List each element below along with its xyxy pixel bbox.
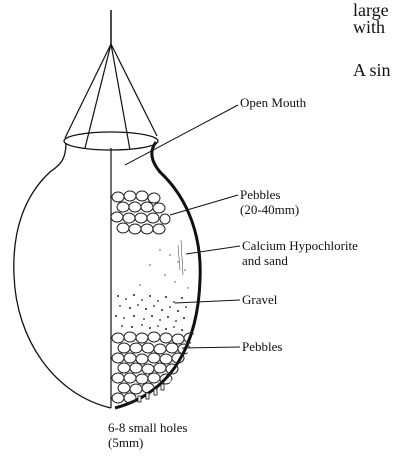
pot-right-outline xyxy=(115,142,200,408)
label-gravel: Gravel xyxy=(242,293,277,307)
label-calcium: Calcium Hypochlorite xyxy=(242,239,358,253)
label-sand: and sand xyxy=(242,254,288,268)
label-holes: 6-8 small holes xyxy=(108,421,187,435)
cropped-text-line-2: with xyxy=(353,17,385,37)
label-pebbles-top: Pebbles xyxy=(240,188,280,202)
pebbles-top-layer xyxy=(111,191,170,234)
leader-calcium xyxy=(186,246,240,254)
label-pebbles-size: (20-40mm) xyxy=(240,203,299,217)
label-pebbles-bottom: Pebbles xyxy=(242,340,282,354)
calcium-sand-layer xyxy=(139,240,188,289)
cropped-text-line-3: A sin xyxy=(353,60,391,80)
pot-left-outline xyxy=(14,143,111,408)
pot-rim xyxy=(64,132,158,150)
gravel-layer xyxy=(115,294,187,331)
leader-pebbles-bottom xyxy=(182,347,240,348)
leader-gravel xyxy=(175,300,240,303)
label-open-mouth: Open Mouth xyxy=(240,96,306,110)
leader-open-mouth xyxy=(125,105,238,165)
label-holes-size: (5mm) xyxy=(108,436,143,450)
